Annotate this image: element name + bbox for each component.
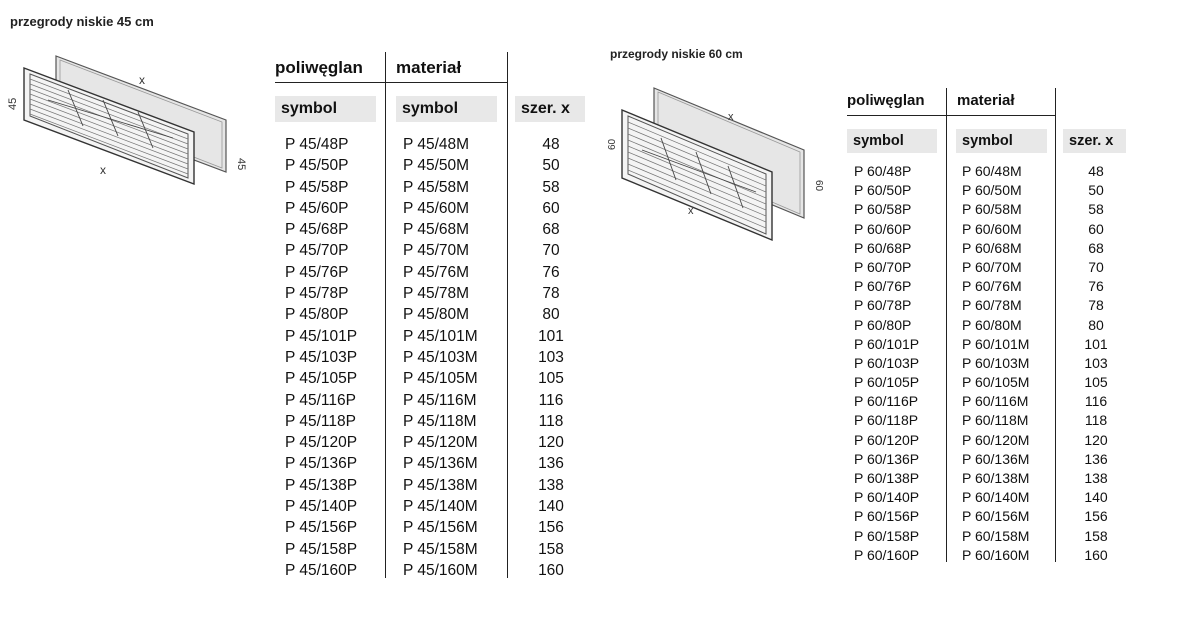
header-material: materiał [957,92,1015,109]
partition-45-drawing: 45 45 x x [8,55,247,186]
table-60: poliwęglan materiał symbol symbol szer. … [847,88,1137,568]
height-dim-right: 45 [235,158,247,170]
width-dim-top: x [728,111,734,123]
column-divider-1 [385,52,386,578]
width-dim-bottom: x [100,163,106,177]
height-dim-right: 60 [813,180,824,192]
header-underline [847,115,1056,116]
symbol-header-material: symbol [396,96,497,122]
header-polycarbonate: poliwęglan [275,58,363,77]
header-underline [275,82,508,83]
section-45-title: przegrody niskie 45 cm [10,14,154,29]
width-header: szer. x [515,96,585,122]
table-45: poliwęglan materiał symbol symbol szer. … [275,52,595,582]
height-dim-left: 45 [8,98,19,110]
symbol-header-poly: symbol [847,129,937,153]
header-material: materiał [396,58,462,77]
column-divider-2 [507,52,508,578]
width-header: szer. x [1063,129,1126,153]
symbol-header-material: symbol [956,129,1047,153]
column-divider-2 [1055,88,1056,562]
symbol-header-poly: symbol [275,96,376,122]
partition-60-drawing: 60 60 x x [607,87,824,242]
height-dim-left: 60 [607,138,618,150]
column-divider-1 [946,88,947,562]
section-60-title: przegrody niskie 60 cm [610,47,743,61]
width-dim-bottom: x [688,205,694,217]
header-polycarbonate: poliwęglan [847,92,925,109]
width-dim-top: x [139,73,145,87]
